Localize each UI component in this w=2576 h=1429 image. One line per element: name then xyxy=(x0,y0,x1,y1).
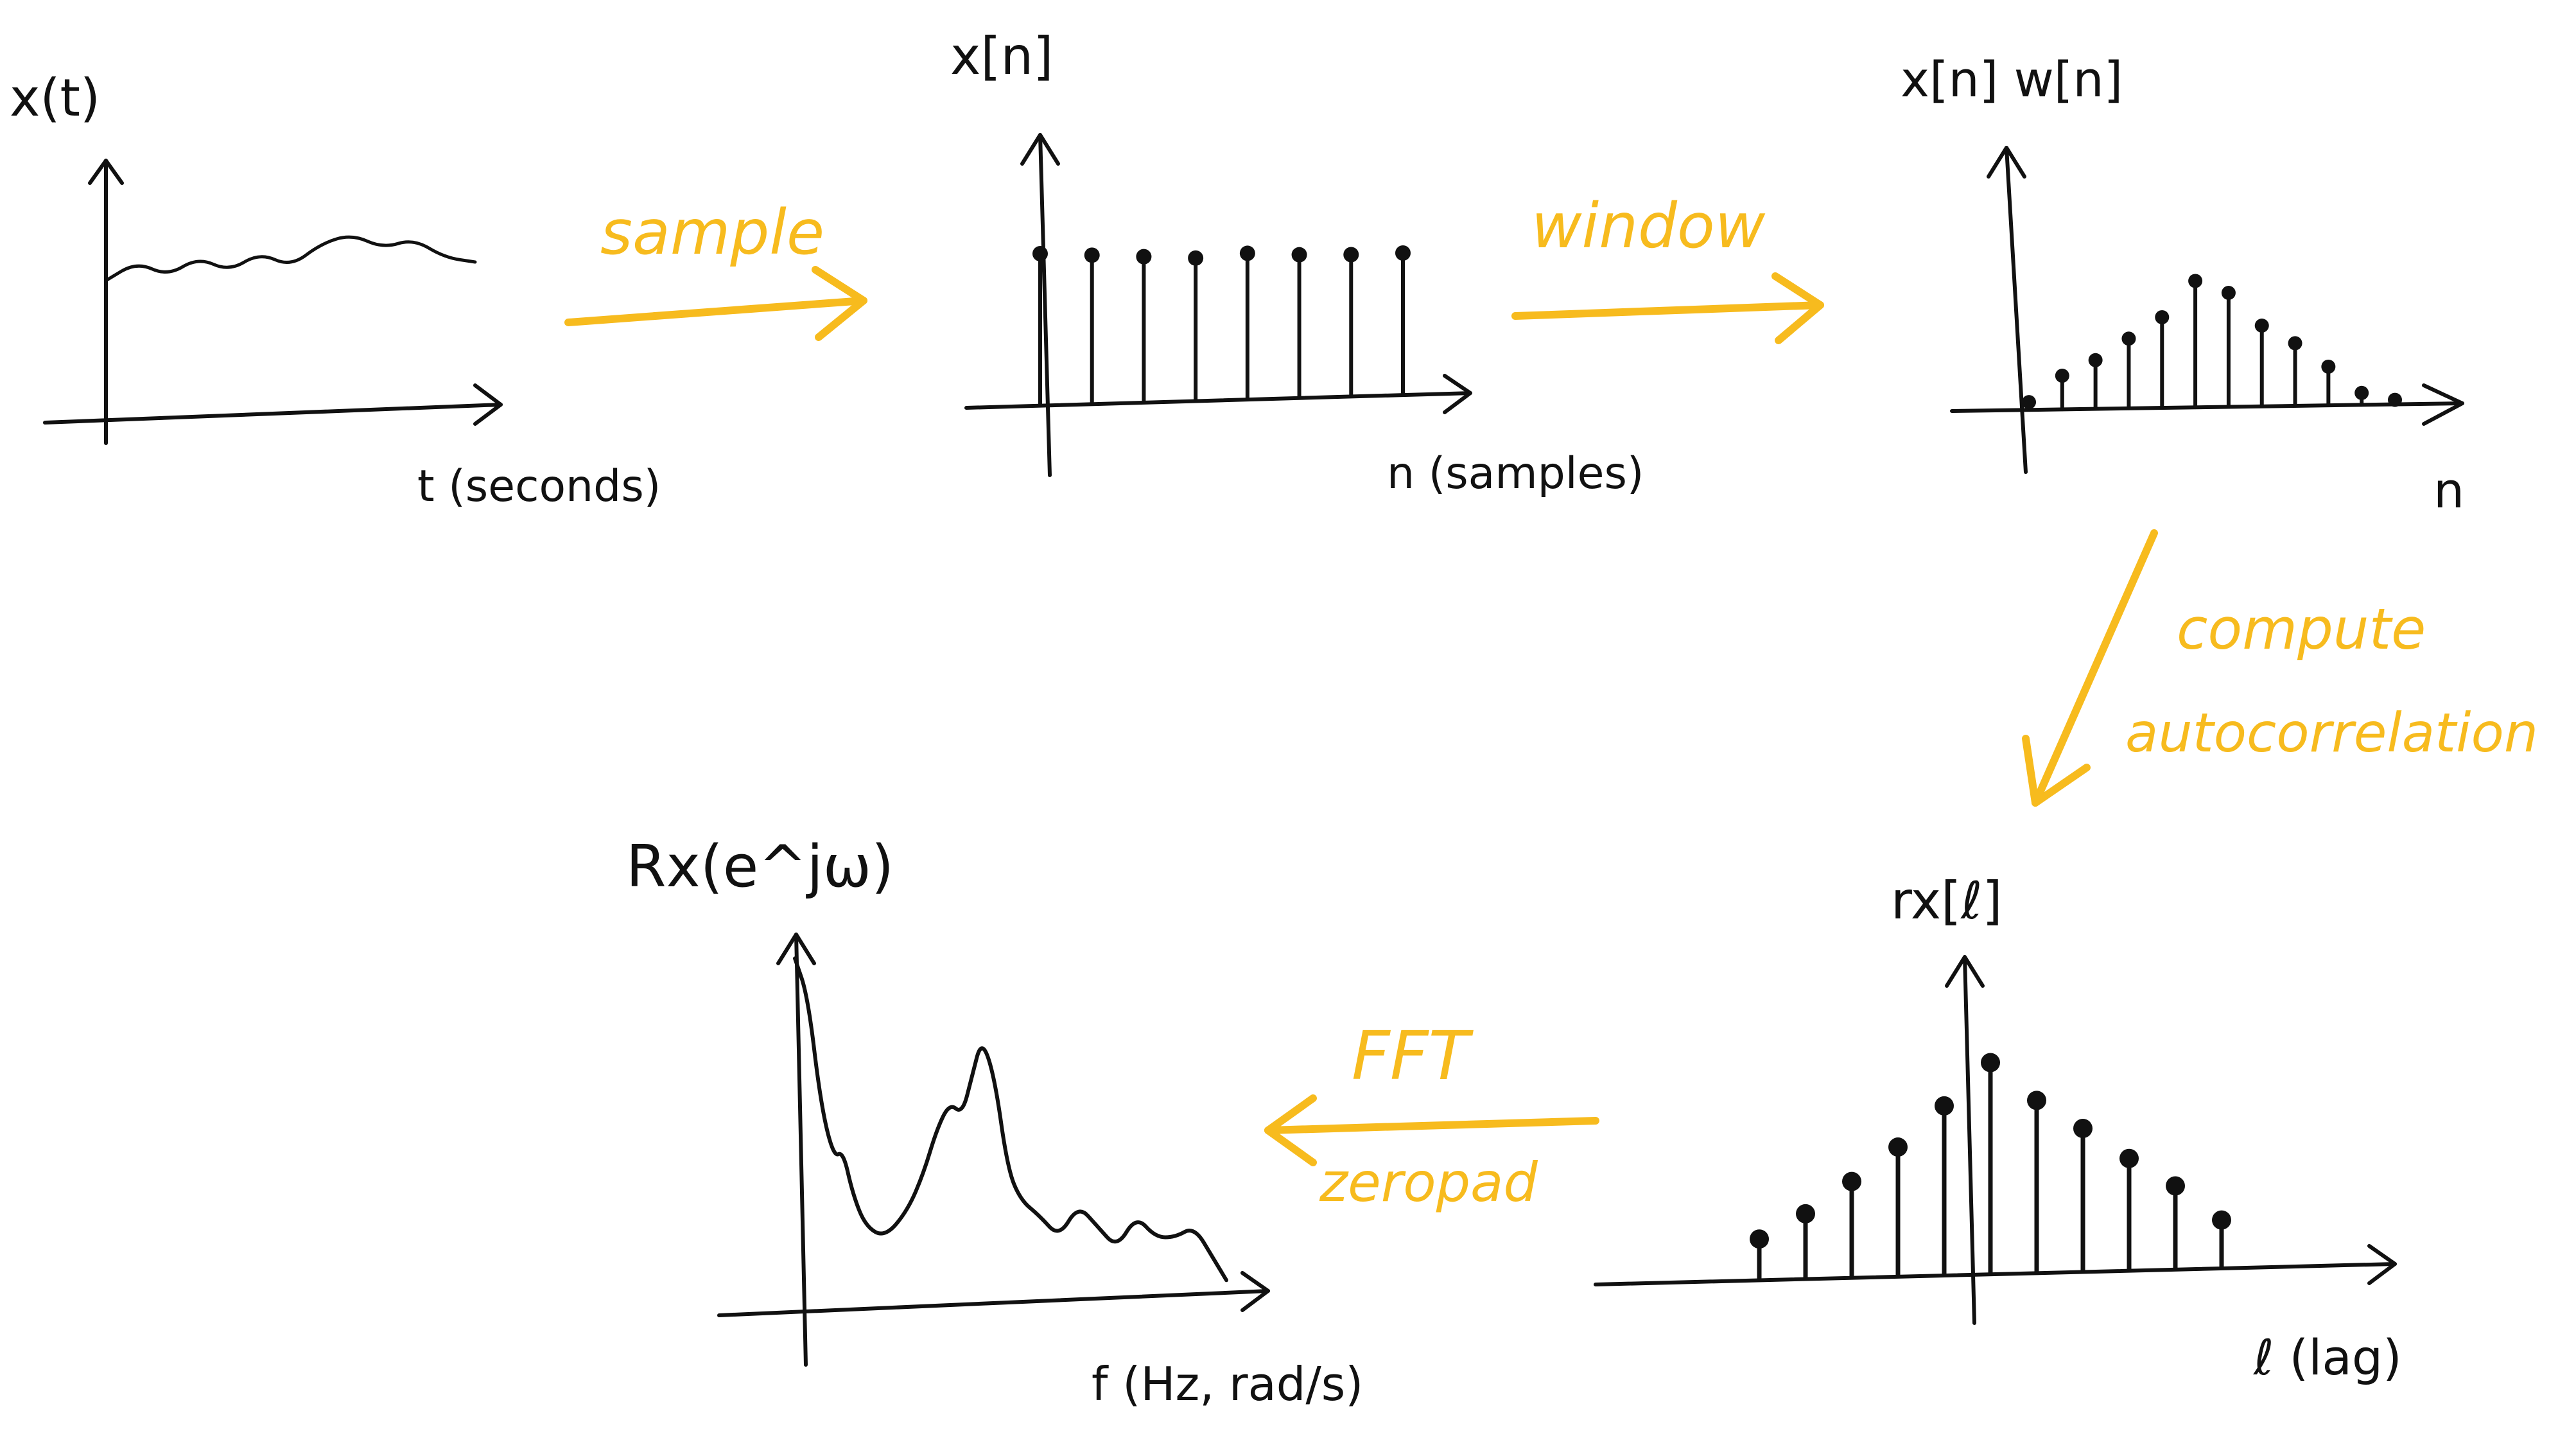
window-arrow-head xyxy=(1771,272,1824,344)
y-axis-arrowhead xyxy=(1020,133,1060,166)
xlabel-sampled: n (samples) xyxy=(1387,448,1644,499)
x-axis xyxy=(43,403,503,425)
x-axis xyxy=(1950,401,2464,413)
stem-marker xyxy=(2055,369,2069,383)
autocorr-label-line1: compute xyxy=(2177,596,2426,662)
sample-label: sample xyxy=(600,197,824,268)
x-axis-arrowhead xyxy=(1443,374,1472,414)
stem-marker xyxy=(2212,1210,2231,1230)
fft-label: FFT xyxy=(1352,1017,1474,1095)
y-axis-arrowhead xyxy=(776,933,816,965)
ylabel-autocorr: rx[ℓ] xyxy=(1891,871,2003,931)
y-axis xyxy=(794,933,808,1367)
stem-marker xyxy=(1084,247,1100,263)
stem-marker xyxy=(1796,1204,1815,1223)
stem-marker xyxy=(1032,246,1048,261)
xlabel-windowed: n xyxy=(2433,462,2464,519)
x-axis-arrowhead xyxy=(2367,1244,2397,1285)
x-axis xyxy=(717,1289,1270,1317)
xlabel-continuous: t (seconds) xyxy=(417,461,661,512)
stem-marker xyxy=(1750,1229,1769,1249)
sample-arrow-head xyxy=(812,266,867,341)
stem-marker xyxy=(1888,1137,1908,1157)
step-window: window xyxy=(1511,190,1824,344)
window-arrow xyxy=(1511,301,1824,320)
ylabel-spectrum: Rx(e^jω) xyxy=(626,833,894,900)
y-axis xyxy=(2005,146,2028,474)
stem-marker xyxy=(1935,1096,1954,1116)
stem-marker xyxy=(2288,336,2302,351)
stem-marker xyxy=(2354,385,2369,400)
autocorr-arrow-head xyxy=(2022,735,2091,807)
ylabel-continuous: x(t) xyxy=(10,68,100,128)
stem-marker xyxy=(2188,274,2203,288)
autocorr-arrow xyxy=(2032,529,2158,807)
autocorr-stems xyxy=(1750,1053,2231,1281)
y-axis-arrowhead xyxy=(88,159,124,185)
x-axis xyxy=(1594,1262,2397,1286)
y-axis xyxy=(1038,133,1052,477)
fft-arrow-head xyxy=(1264,1094,1317,1166)
stem-marker xyxy=(2321,359,2336,374)
ylabel-windowed: x[n] w[n] xyxy=(1901,51,2123,108)
y-axis-arrowhead xyxy=(1987,146,2026,179)
stem-marker xyxy=(2073,1118,2093,1138)
stem-marker xyxy=(2155,310,2170,324)
x-axis-arrowhead xyxy=(473,383,503,426)
windowed-stems xyxy=(2022,274,2402,412)
x-axis xyxy=(964,391,1472,410)
stem-marker xyxy=(2221,286,2236,301)
spectrum-curve xyxy=(793,956,1229,1283)
x-axis-arrowhead xyxy=(1240,1271,1270,1312)
y-axis xyxy=(1963,955,1976,1325)
panel-spectrum: Rx(e^jω) f (Hz, rad/s) xyxy=(626,833,1363,1411)
stem-marker xyxy=(1136,249,1152,265)
stem-marker xyxy=(1188,250,1204,266)
stem-marker xyxy=(1291,247,1307,263)
stem-marker xyxy=(2388,392,2402,407)
panel-autocorr: rx[ℓ] ℓ (lag) xyxy=(1594,871,2402,1386)
step-autocorrelation: compute autocorrelation xyxy=(2022,529,2538,807)
stem-marker xyxy=(2119,1148,2139,1168)
window-label: window xyxy=(1531,190,1766,262)
autocorr-label-line2: autocorrelation xyxy=(2125,701,2538,764)
stem-marker xyxy=(2027,1091,2046,1110)
stem-marker xyxy=(2166,1176,2185,1196)
fft-arrow xyxy=(1264,1117,1599,1134)
sample-arrow xyxy=(564,297,867,326)
y-axis-arrowhead xyxy=(1945,955,1985,988)
continuous-signal-curve xyxy=(104,235,477,283)
stem-marker xyxy=(2022,395,2036,410)
stem-marker xyxy=(1981,1053,2000,1073)
zeropad-label: zeropad xyxy=(1319,1151,1538,1214)
stem-marker xyxy=(2254,318,2269,333)
x-axis-arrowhead xyxy=(2422,383,2464,426)
panel-sampled: x[n] n (samples) xyxy=(950,26,1644,499)
step-sample: sample xyxy=(564,197,867,341)
panel-windowed: x[n] w[n] n xyxy=(1901,51,2464,519)
xlabel-spectrum: f (Hz, rad/s) xyxy=(1092,1357,1363,1411)
stem-marker xyxy=(1395,245,1411,261)
sampled-stems xyxy=(1032,245,1411,407)
stem-marker xyxy=(2121,331,2136,346)
stem-marker xyxy=(2088,353,2103,367)
ylabel-sampled: x[n] xyxy=(950,26,1053,86)
step-fft: FFT zeropad xyxy=(1264,1017,1599,1214)
panel-continuous: x(t) t (seconds) xyxy=(10,68,661,512)
stem-marker xyxy=(1842,1171,1861,1191)
stem-marker xyxy=(1239,245,1255,261)
xlabel-autocorr: ℓ (lag) xyxy=(2252,1329,2402,1386)
stem-marker xyxy=(1343,247,1359,263)
